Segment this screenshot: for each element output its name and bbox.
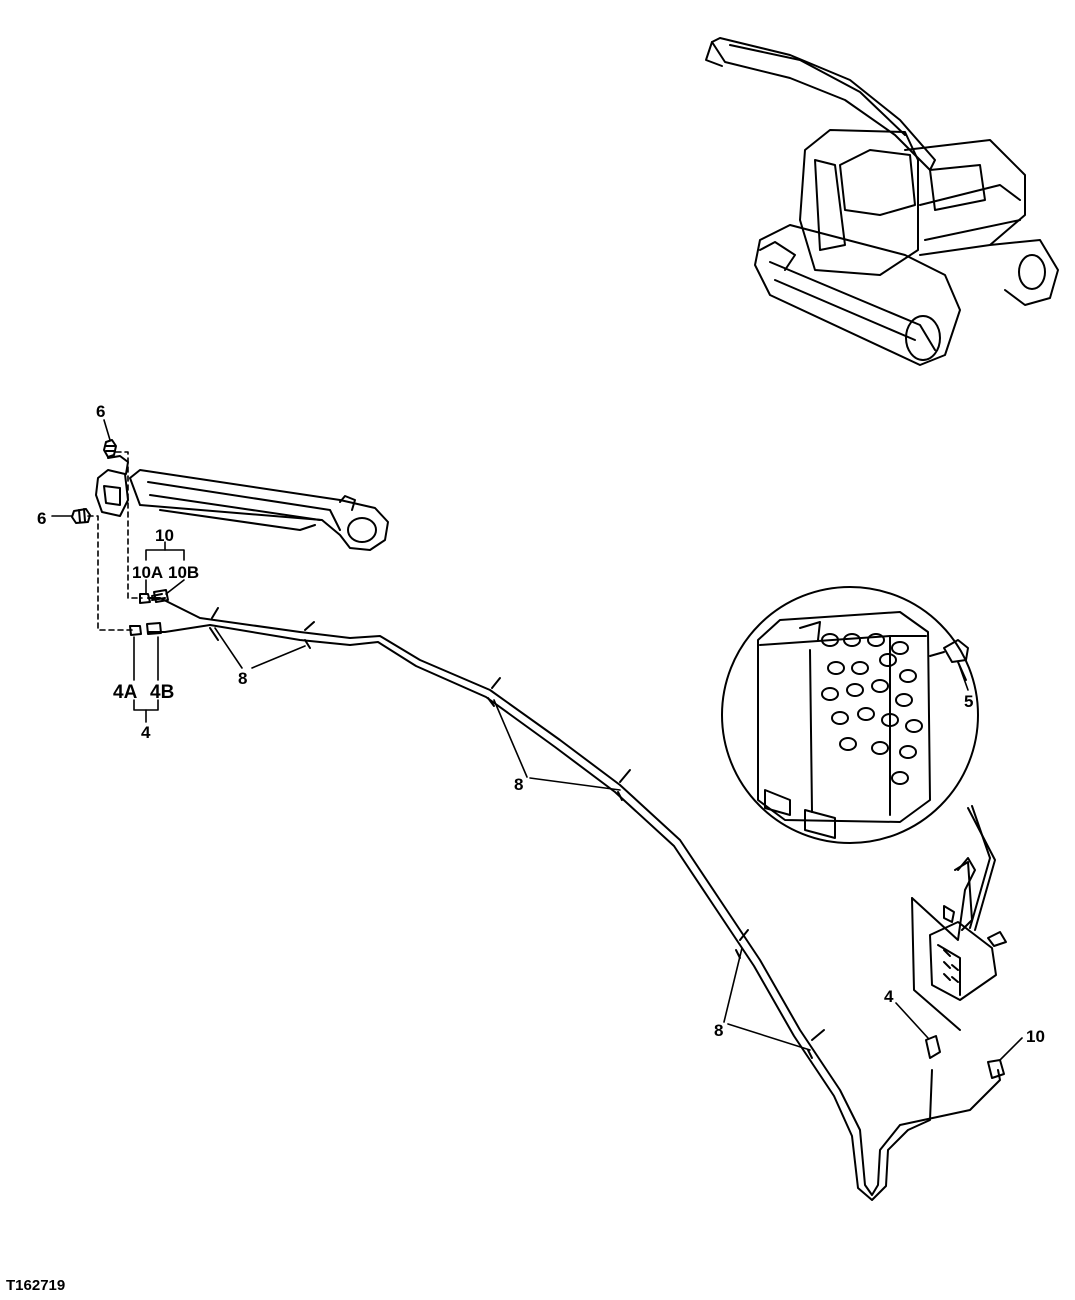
callout-4b: 4B	[150, 682, 174, 703]
callout-4a: 4A	[113, 682, 138, 703]
callout-5: 5	[964, 692, 973, 711]
leader-lines	[51, 419, 1023, 1061]
callout-10b: 10B	[168, 563, 199, 582]
callout-10-right: 10	[1026, 1027, 1045, 1046]
callout-8-b: 8	[514, 775, 523, 794]
callout-8-c: 8	[714, 1021, 723, 1040]
callout-6-top: 6	[96, 402, 105, 421]
valve-detail-callout	[721, 586, 979, 844]
fitting-6-top	[103, 439, 117, 458]
callout-6-left: 6	[37, 509, 46, 528]
callout-10a: 10A	[132, 563, 163, 582]
connection-dashes	[87, 451, 143, 631]
figure-id: T162719	[6, 1277, 65, 1294]
excavator-illustration	[705, 37, 1059, 366]
callout-8-a: 8	[238, 669, 247, 688]
fitting-6-left	[71, 508, 91, 524]
callout-4-right: 4	[884, 987, 894, 1006]
detail-leader	[967, 805, 996, 931]
callout-10-top: 10	[155, 526, 174, 545]
valve-block-small	[911, 857, 1007, 1031]
hose-assembly	[129, 589, 1005, 1201]
callout-4-bottom: 4	[141, 723, 151, 742]
hydraulic-cylinder	[95, 455, 389, 551]
